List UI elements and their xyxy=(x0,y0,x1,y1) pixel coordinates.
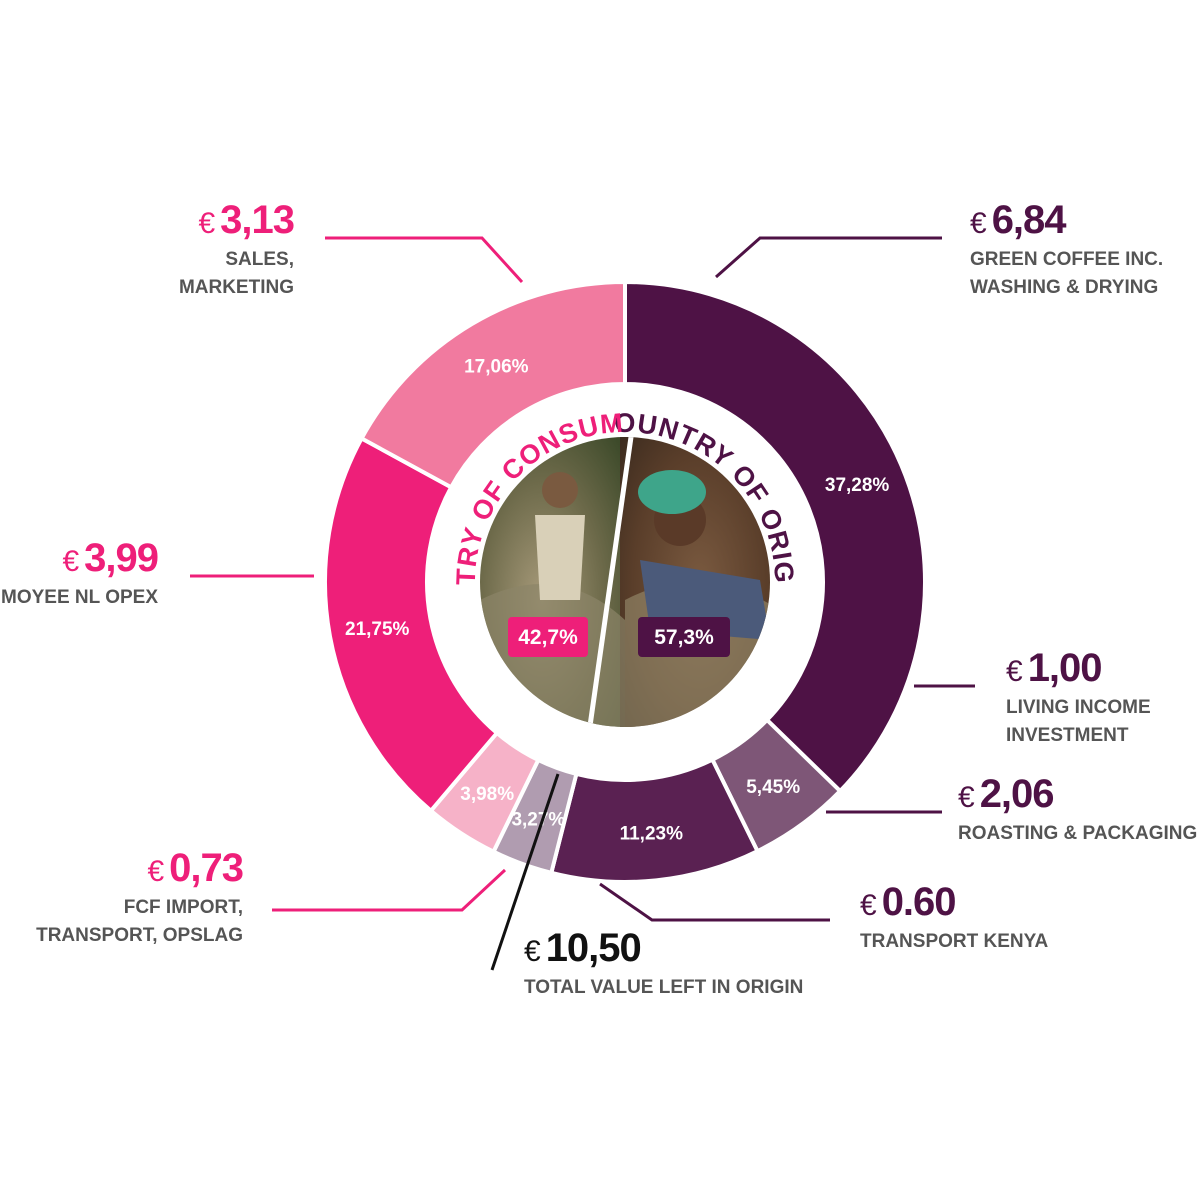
segment-percent-label-6: 17,06% xyxy=(464,356,529,377)
leader-transport-kenya xyxy=(599,882,830,922)
segment-percent-label-3: 3,27% xyxy=(511,810,565,831)
svg-text:57,3%: 57,3% xyxy=(654,626,714,649)
label-green-coffee: €6,84 GREEN COFFEE INC. WASHING & DRYING xyxy=(970,198,1164,298)
label-living-income: €1,00 LIVING INCOME INVESTMENT xyxy=(1006,646,1151,746)
segment-percent-label-0: 37,28% xyxy=(825,475,890,496)
segment-percent-labels: 37,28% 5,45% 11,23% 3,27% 3,98% 21,75% 17,06% xyxy=(345,356,889,844)
segment-percent-label-1: 5,45% xyxy=(746,777,800,798)
leader-fcf-import xyxy=(272,868,507,912)
label-roasting-packaging: €2,06 ROASTING & PACKAGING xyxy=(958,772,1198,844)
donut-segments xyxy=(323,279,927,884)
label-total-origin: €10,50 TOTAL VALUE LEFT IN ORIGIN xyxy=(524,926,804,998)
label-transport-kenya: €0.60 TRANSPORT KENYA xyxy=(860,880,1049,952)
label-sales-marketing: €3,13 SALES, MARKETING xyxy=(178,198,295,298)
donut-segment-0 xyxy=(623,279,927,794)
svg-text:42,7%: 42,7% xyxy=(518,626,578,649)
person-figure xyxy=(542,472,578,508)
label-moyee-opex: €3,99 MOYEE NL OPEX xyxy=(1,536,159,608)
leader-total-origin xyxy=(490,773,560,971)
label-fcf-import: €0,73 FCF IMPORT, TRANSPORT, OPSLAG xyxy=(36,846,244,946)
segment-percent-label-5: 21,75% xyxy=(345,619,410,640)
donut-segment-5 xyxy=(323,435,500,814)
leader-green-coffee xyxy=(715,236,942,279)
leader-lines xyxy=(190,236,975,971)
segment-percent-label-4: 3,98% xyxy=(460,784,514,805)
segment-percent-label-2: 11,23% xyxy=(620,824,683,845)
donut-segment-6 xyxy=(358,279,627,490)
origin-share-badge: 57,3% xyxy=(638,617,730,657)
consumption-share-badge: 42,7% xyxy=(508,617,588,657)
leader-sales-marketing xyxy=(325,236,524,284)
